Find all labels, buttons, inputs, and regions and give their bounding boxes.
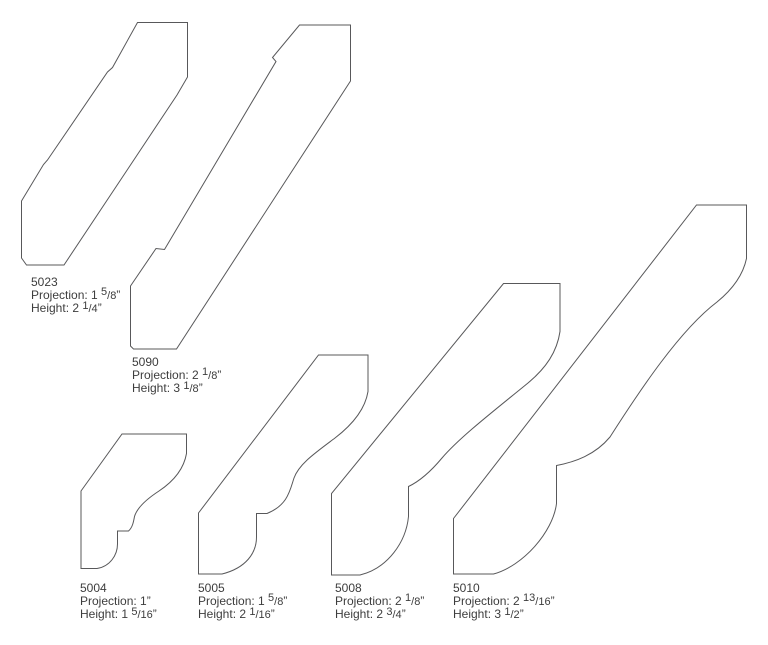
projection-line: Projection: 2 13/16”	[453, 592, 555, 608]
measure-prefix: Height:	[31, 301, 73, 316]
projection-line: Projection: 1 5/8”	[198, 592, 288, 608]
height-line: Height: 3 1/2”	[453, 605, 555, 622]
inch-mark: ”	[152, 607, 157, 622]
height-line: Height: 2 3/4”	[335, 605, 424, 622]
inch-mark: ”	[519, 607, 524, 622]
measure-prefix: Projection:	[198, 593, 259, 608]
fraction-numerator: 13	[523, 592, 536, 605]
measure-prefix: Projection:	[31, 287, 92, 302]
inch-mark: ”	[420, 593, 425, 608]
fraction-numerator: 1	[504, 605, 511, 618]
profile-label-5004: 5004 Projection: 1” Height: 1 5/16”	[80, 582, 157, 622]
fraction-denominator: /8	[208, 369, 218, 382]
fraction-numerator: 1	[405, 592, 412, 605]
measure-whole: 2	[192, 367, 203, 382]
projection-line: Projection: 2 1/8”	[335, 592, 425, 608]
height-line: Height: 2 1/16”	[198, 605, 287, 622]
inch-mark: ”	[550, 593, 555, 608]
projection-line: Projection: 2 1/8”	[132, 366, 222, 382]
fraction-numerator: 5	[268, 592, 275, 605]
measure-prefix: Height:	[132, 381, 174, 396]
height-line: Height: 3 1/8”	[132, 379, 221, 396]
measure-prefix: Height:	[335, 607, 377, 622]
fraction-numerator: 5	[131, 605, 138, 618]
profile-code: 5005	[198, 581, 225, 595]
measure-prefix: Projection:	[132, 367, 193, 382]
fraction-denominator: /4	[88, 303, 98, 316]
inch-mark: ”	[270, 607, 275, 622]
measure-whole: 2	[72, 301, 83, 316]
fraction-denominator: /2	[510, 609, 520, 622]
projection-line: Projection: 1 5/8”	[31, 286, 121, 302]
height-line: Height: 1 5/16”	[80, 605, 157, 622]
molding-profile-5023	[21, 22, 188, 266]
profile-code: 5010	[453, 581, 480, 595]
profile-label-5008: 5008 Projection: 2 1/8” Height: 2 3/4”	[335, 582, 424, 622]
measure-whole: 3	[173, 381, 184, 396]
molding-profile-5004	[80, 433, 187, 569]
fraction-numerator: 5	[101, 286, 108, 299]
profile-code: 5023	[31, 275, 58, 289]
fraction-denominator: /16	[535, 595, 551, 608]
fraction-denominator: /16	[137, 609, 153, 622]
measure-prefix: Height:	[198, 607, 240, 622]
inch-mark: ”	[217, 367, 222, 382]
profile-label-5023: 5023 Projection: 1 5/8” Height: 2 1/4”	[31, 276, 120, 316]
measure-whole: 2	[513, 593, 524, 608]
fraction-denominator: /4	[392, 609, 402, 622]
inch-mark: ”	[198, 381, 203, 396]
projection-line: Projection: 1”	[80, 595, 157, 608]
molding-profile-5010	[453, 204, 747, 575]
measure-whole: 2	[376, 607, 387, 622]
measure-prefix: Projection:	[335, 593, 396, 608]
measure-whole: 1	[258, 593, 269, 608]
inch-mark: ”	[401, 607, 406, 622]
profile-label-5005: 5005 Projection: 1 5/8” Height: 2 1/16”	[198, 582, 287, 622]
measure-prefix: Height:	[453, 607, 495, 622]
measure-whole: 2	[395, 593, 406, 608]
fraction-denominator: /16	[255, 609, 271, 622]
fraction-numerator: 1	[82, 299, 89, 312]
profile-code: 5004	[80, 581, 107, 595]
inch-mark: ”	[283, 593, 288, 608]
measure-whole: 1	[91, 287, 102, 302]
measure-prefix: Projection:	[80, 593, 141, 608]
inch-mark: ”	[116, 287, 121, 302]
profile-code: 5008	[335, 581, 362, 595]
molding-profile-5008	[331, 283, 561, 576]
fraction-numerator: 1	[183, 379, 190, 392]
profile-code: 5090	[132, 355, 159, 369]
inch-mark: ”	[146, 593, 151, 608]
measure-whole: 1	[121, 607, 132, 622]
fraction-numerator: 3	[386, 605, 393, 618]
fraction-denominator: /8	[411, 595, 421, 608]
fraction-denominator: /8	[274, 595, 284, 608]
molding-profile-5005	[198, 354, 369, 575]
measure-prefix: Height:	[80, 607, 122, 622]
profile-label-5090: 5090 Projection: 2 1/8” Height: 3 1/8”	[132, 356, 221, 396]
measure-whole: 1	[140, 593, 147, 608]
fraction-numerator: 1	[202, 366, 209, 379]
measure-whole: 2	[239, 607, 250, 622]
profile-label-5010: 5010 Projection: 2 13/16” Height: 3 1/2”	[453, 582, 555, 622]
fraction-denominator: /8	[189, 383, 199, 396]
molding-profile-5090	[130, 24, 351, 350]
fraction-numerator: 1	[249, 605, 256, 618]
fraction-denominator: /8	[107, 289, 117, 302]
height-line: Height: 2 1/4”	[31, 299, 120, 316]
inch-mark: ”	[97, 301, 102, 316]
measure-prefix: Projection:	[453, 593, 514, 608]
measure-whole: 3	[494, 607, 505, 622]
